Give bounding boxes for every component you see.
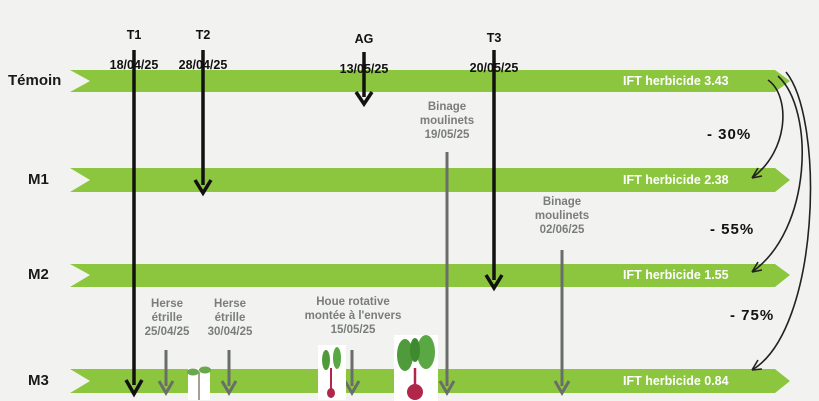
treatment-t2-date: 28/04/25 xyxy=(178,58,228,72)
treatment-t2-name: T2 xyxy=(195,28,211,42)
band-temoin xyxy=(70,70,790,92)
mechanical-binage-1: Binage moulinets 19/05/25 xyxy=(419,101,475,141)
treatment-t1: T1 18/04/25 xyxy=(104,13,164,73)
mechanical-arrows xyxy=(157,152,571,396)
reduction-m1: - 30% xyxy=(707,126,752,143)
curve-temoin-m3 xyxy=(751,71,812,371)
mechanical-herse-2: Herse étrille 30/04/25 xyxy=(207,298,253,338)
row-label-m2: M2 xyxy=(28,266,49,283)
ift-m2: IFT herbicide 1.55 xyxy=(623,268,729,282)
row-label-m1: M1 xyxy=(28,171,49,188)
treatment-ag: AG 13/05/25 xyxy=(334,17,394,77)
row-label-m3: M3 xyxy=(28,372,49,389)
mechanical-binage-2: Binage moulinets 02/06/25 xyxy=(534,196,590,236)
treatment-ag-date: 13/05/25 xyxy=(339,62,389,76)
row-label-temoin: Témoin xyxy=(8,72,62,89)
mechanical-herse-1: Herse étrille 25/04/25 xyxy=(144,298,190,338)
seedling-illustration xyxy=(187,366,211,400)
curve-temoin-m2 xyxy=(751,75,803,273)
ift-m1: IFT herbicide 2.38 xyxy=(623,173,729,187)
treatment-t3-date: 20/05/25 xyxy=(469,61,519,75)
reduction-m2: - 55% xyxy=(710,221,755,238)
treatment-t1-date: 18/04/25 xyxy=(109,58,159,72)
ift-temoin: IFT herbicide 3.43 xyxy=(623,74,729,88)
beet-plant-large xyxy=(394,335,438,401)
beet-plant-small xyxy=(318,345,346,400)
band-m1 xyxy=(70,168,790,192)
reduction-arrows xyxy=(751,71,812,371)
herbicide-arrows xyxy=(124,50,504,398)
ift-m3: IFT herbicide 0.84 xyxy=(623,374,729,388)
treatment-t1-name: T1 xyxy=(126,28,142,42)
mechanical-houe: Houe rotative montée à l'envers 15/05/25 xyxy=(304,296,402,336)
treatment-t3: T3 20/05/25 xyxy=(464,16,524,76)
treatment-t2: T2 28/04/25 xyxy=(173,13,233,73)
curve-temoin-m1 xyxy=(751,79,784,179)
reduction-m3: - 75% xyxy=(730,307,775,324)
treatment-t3-name: T3 xyxy=(486,31,502,45)
treatment-ag-name: AG xyxy=(354,32,374,46)
band-m2 xyxy=(70,264,790,287)
